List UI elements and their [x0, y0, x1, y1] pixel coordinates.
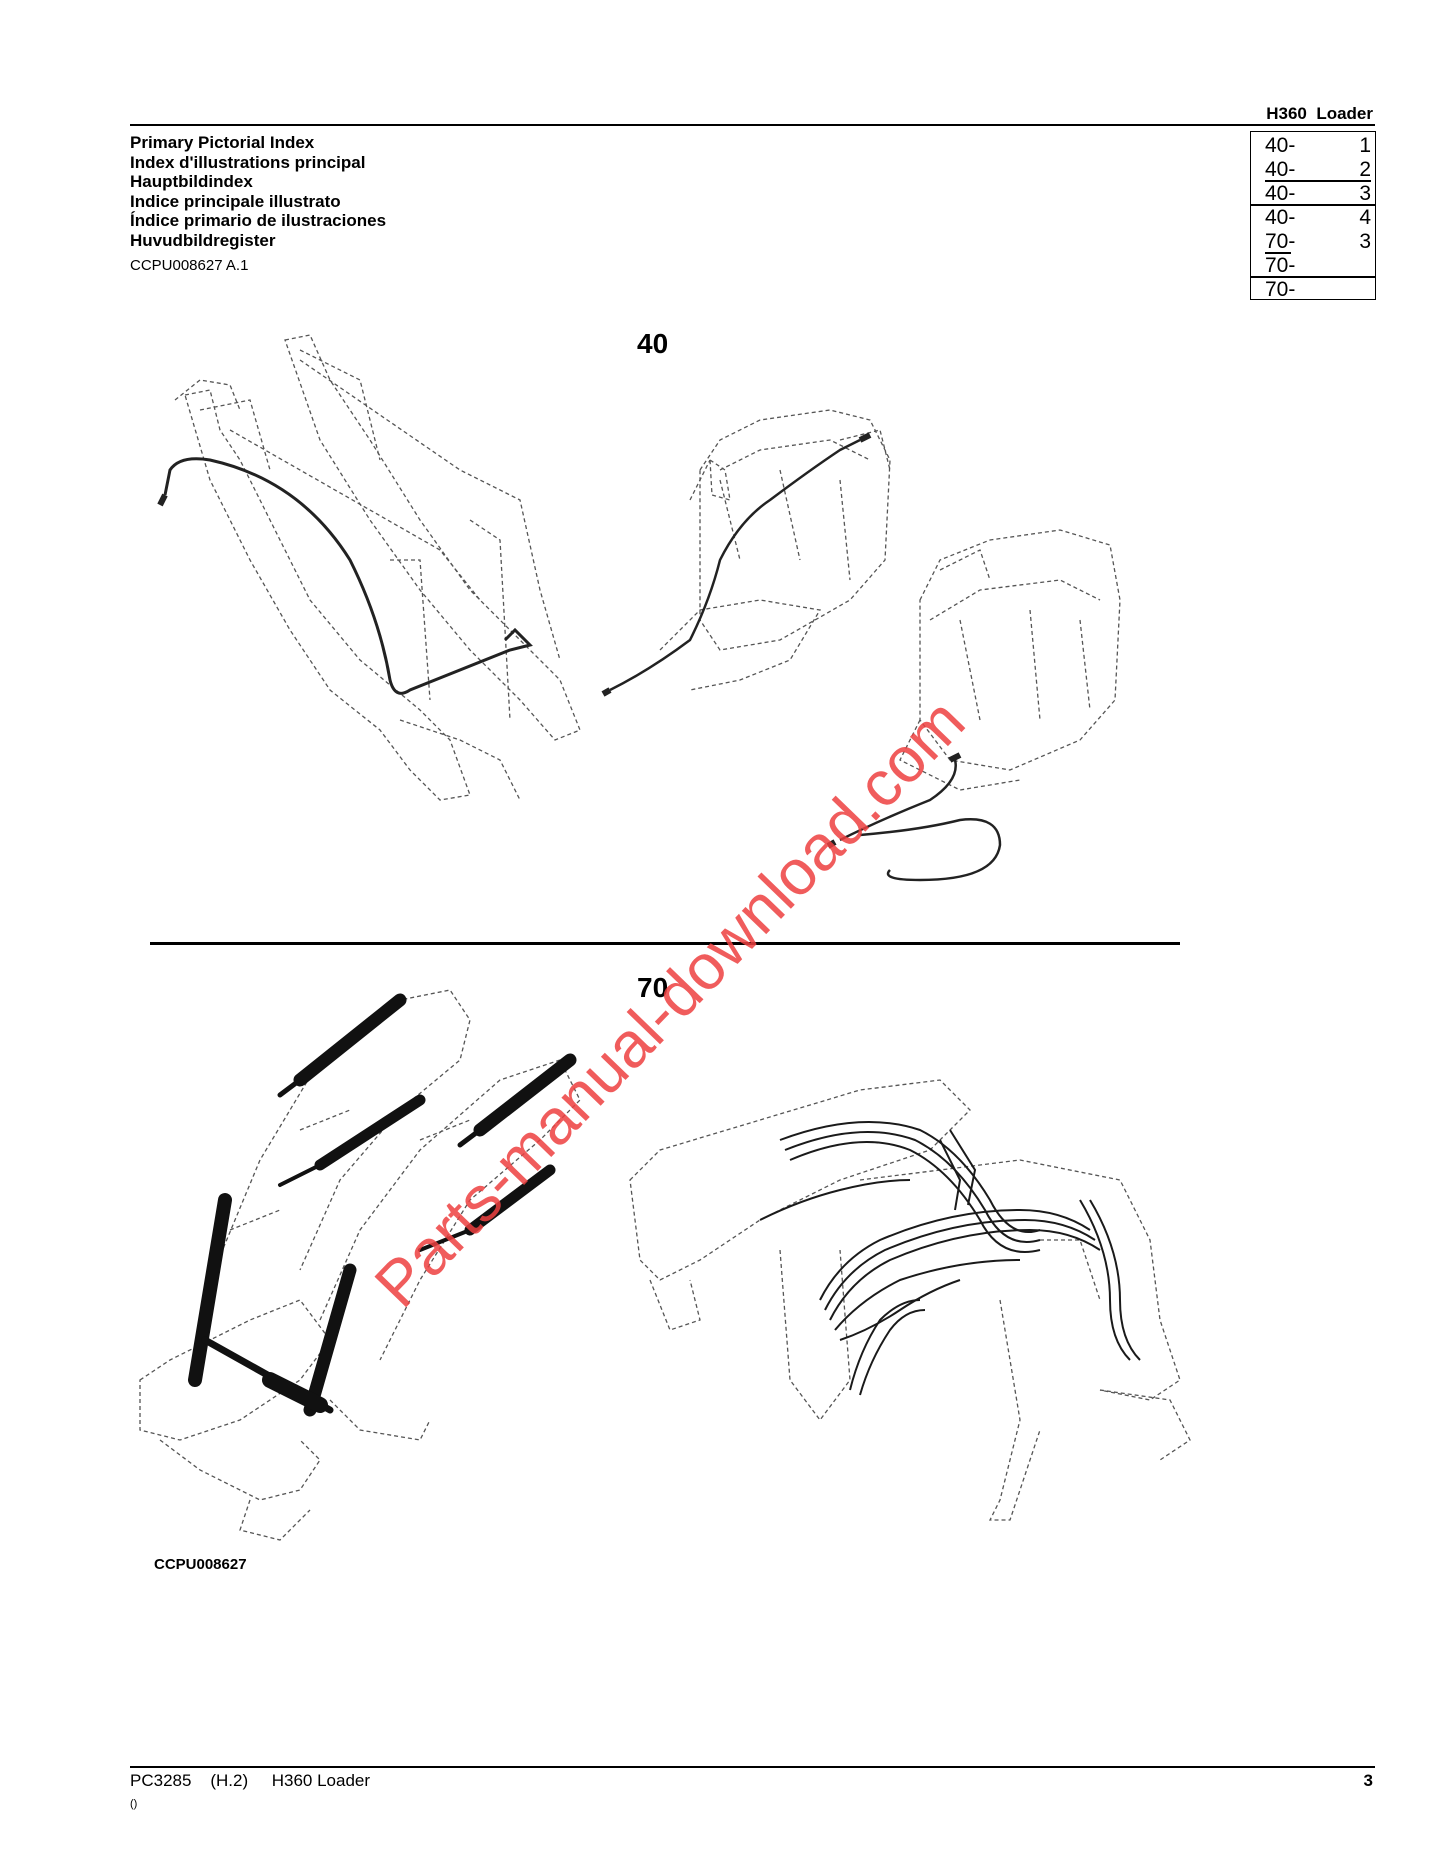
- index-page: 3: [1359, 230, 1371, 253]
- section-label-40[interactable]: 40: [637, 328, 669, 359]
- title-fr: Index d'illustrations principal: [130, 152, 366, 172]
- index-underline: [1265, 252, 1291, 254]
- index-section: 40-: [1265, 158, 1296, 181]
- index-section: 40-: [1265, 134, 1296, 157]
- index-row[interactable]: 40- 2: [1251, 158, 1375, 182]
- title-it: Indice principale illustrato: [130, 191, 341, 211]
- wire-harness-line: [601, 432, 872, 697]
- loader-hydraulics-illustration: [629, 1079, 1191, 1521]
- cylinder: [188, 993, 577, 1417]
- title-en: Primary Pictorial Index: [130, 133, 315, 152]
- index-row[interactable]: 70-: [1251, 254, 1375, 278]
- title-sv: Huvudbildregister: [130, 230, 276, 250]
- index-underline: [1265, 180, 1371, 182]
- footer-rule: [130, 1766, 1375, 1768]
- index-section: 70-: [1265, 278, 1296, 301]
- header-title: H360 Loader: [1266, 104, 1373, 123]
- index-row[interactable]: 70-: [1251, 278, 1375, 302]
- harness-cable: [826, 752, 1002, 882]
- index-page: 4: [1359, 206, 1371, 229]
- drawing-reference: CCPU008627: [154, 1556, 247, 1573]
- index-section: 70-: [1265, 230, 1296, 253]
- loader-cylinders-illustration: [139, 989, 581, 1541]
- hydraulic-hose-bundle: [759, 1121, 1141, 1396]
- footer-note: (): [130, 1798, 138, 1810]
- loader-frame-hose-illustration: [174, 334, 581, 801]
- tractor-wire-illustration: [659, 409, 891, 691]
- index-divider: [1251, 204, 1375, 206]
- footer-publication: PC3285 (H.2) H360 Loader: [130, 1771, 371, 1790]
- index-divider: [1251, 276, 1375, 278]
- index-row[interactable]: 70- 3: [1251, 230, 1375, 254]
- index-row[interactable]: 40- 3: [1251, 182, 1375, 206]
- index-row[interactable]: 40- 4: [1251, 206, 1375, 230]
- figure-reference: CCPU008627 A.1: [130, 257, 249, 274]
- index-row[interactable]: 40- 1: [1251, 134, 1375, 158]
- index-page: 1: [1359, 134, 1371, 157]
- section-label-70[interactable]: 70: [637, 972, 669, 1003]
- index-section: 40-: [1265, 206, 1296, 229]
- title-de: Hauptbildindex: [130, 172, 253, 192]
- index-box: 40- 1 40- 2 40- 3 40- 4 70- 3 70- 70-: [1250, 131, 1376, 302]
- index-page: 2: [1359, 158, 1371, 181]
- index-section: 40-: [1265, 182, 1296, 205]
- section-divider: [150, 942, 1180, 945]
- title-es: Índice primario de ilustraciones: [130, 211, 387, 231]
- index-page: 3: [1359, 182, 1371, 205]
- tractor-harness-illustration: [899, 529, 1121, 791]
- index-section: 70-: [1265, 254, 1296, 277]
- hose-line: [157, 457, 533, 695]
- page-number: 3: [1363, 1771, 1373, 1790]
- header-rule: [130, 124, 1375, 126]
- title-block: Primary Pictorial Index Index d'illustra…: [130, 133, 386, 251]
